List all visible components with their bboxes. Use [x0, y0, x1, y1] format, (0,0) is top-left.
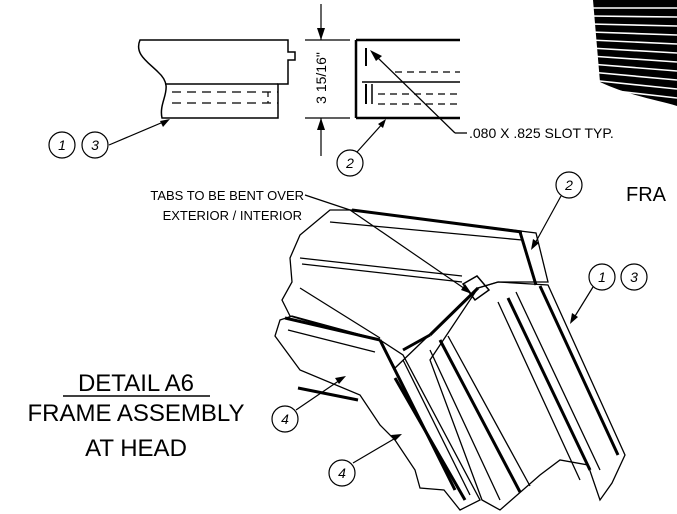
hatched-section-corner [589, 0, 677, 106]
callout-1-3-top: 1 3 [48, 119, 170, 159]
tabs-note-line1: TABS TO BE BENT OVER [150, 188, 304, 203]
callout-2-top: 2 [336, 119, 386, 177]
callout-1b-label: 1 [598, 269, 606, 285]
callout-4-upper: 4 [271, 376, 346, 433]
callout-3b-label: 3 [630, 269, 638, 285]
callout-2-assembly: 2 [531, 171, 583, 250]
detail-line2: AT HEAD [85, 435, 187, 462]
callout-1-3-assembly: 1 3 [570, 263, 648, 324]
tabs-note-line2: EXTERIOR / INTERIOR [163, 208, 302, 223]
callout-2b-label: 2 [564, 177, 573, 193]
frame-assembly-isometric [274, 208, 626, 511]
callout-4b-label: 4 [338, 465, 346, 481]
section-profile-left [137, 39, 296, 119]
slot-note-label: .080 X .825 SLOT TYP. [469, 125, 614, 141]
callout-1-label: 1 [58, 137, 66, 153]
slot-note: .080 X .825 SLOT TYP. [370, 50, 614, 141]
detail-title: DETAIL A6 [78, 370, 194, 397]
detail-line1: FRAME ASSEMBLY [28, 400, 245, 427]
callout-3-label: 3 [91, 137, 99, 153]
callout-4a-label: 4 [281, 411, 289, 427]
partial-title: FRA [626, 184, 667, 206]
callout-2-label: 2 [345, 155, 354, 171]
dimension-3-15-16: 3 15/16" [305, 4, 350, 156]
callout-4-lower: 4 [328, 434, 402, 487]
section-profile-right [354, 38, 460, 120]
detail-title-block: DETAIL A6 FRAME ASSEMBLY AT HEAD [28, 370, 245, 462]
dimension-label: 3 15/16" [313, 52, 329, 104]
